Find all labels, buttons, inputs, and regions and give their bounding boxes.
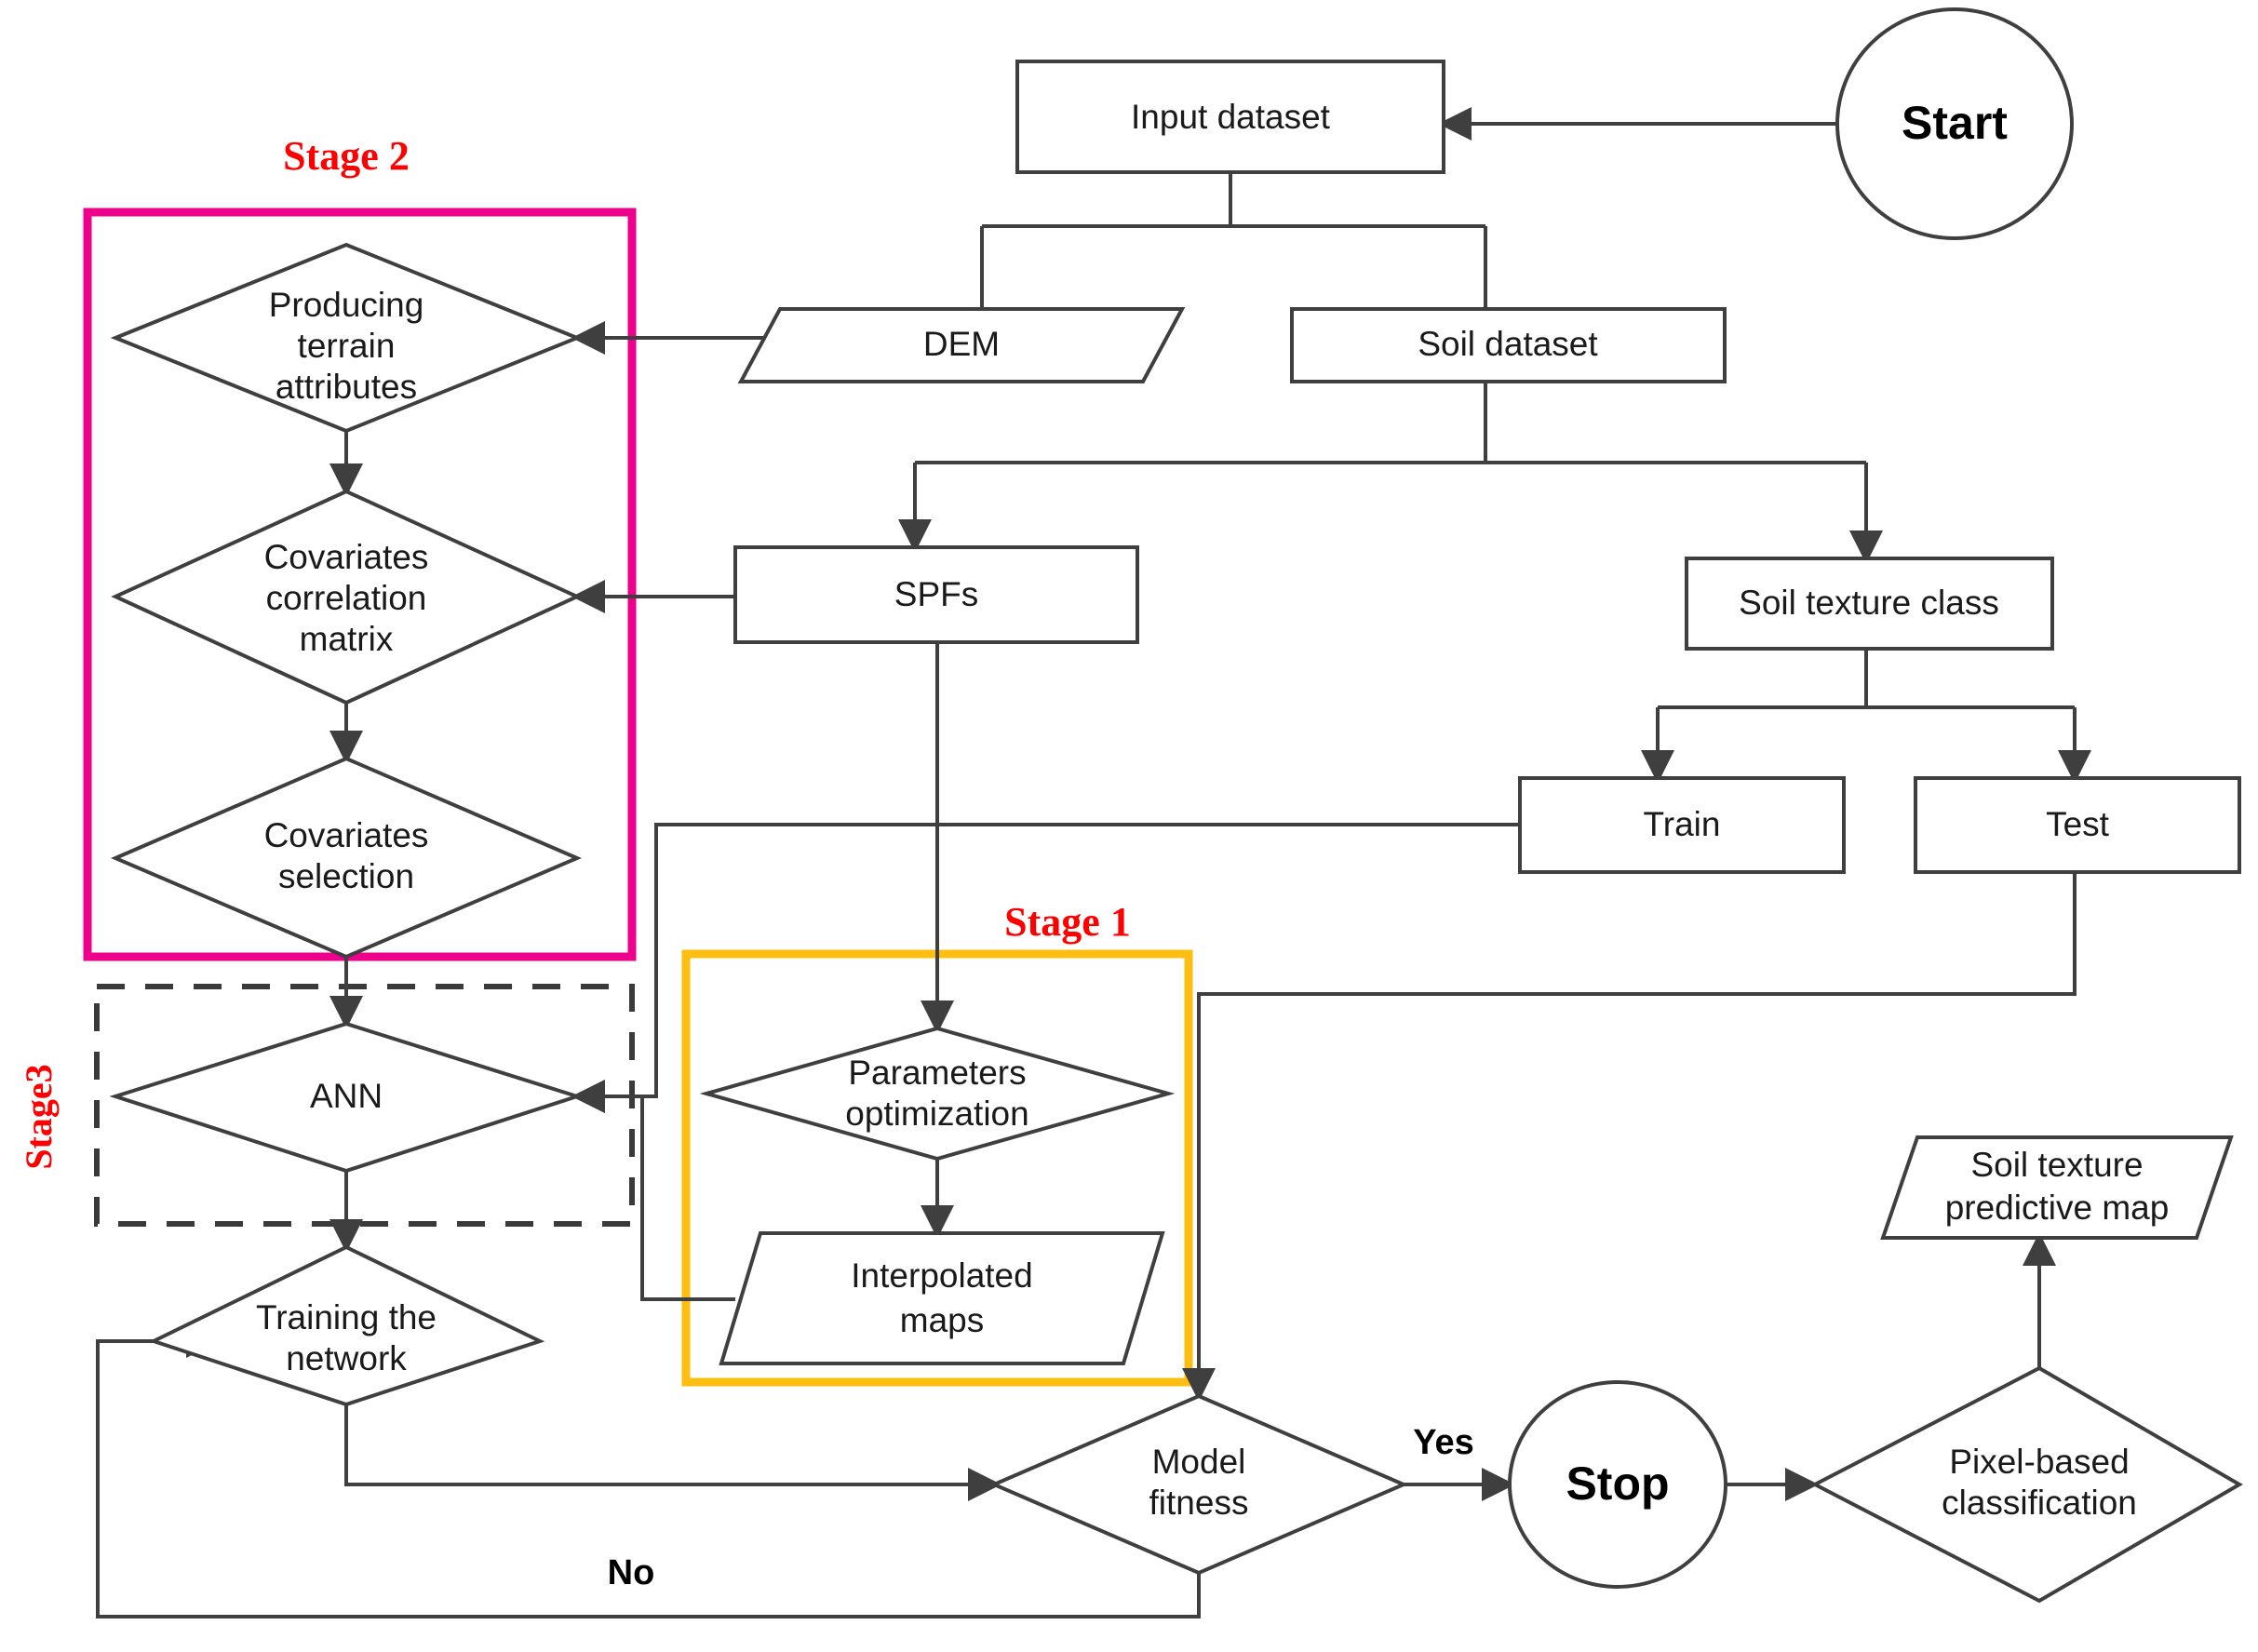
node-params-opt-line2: optimization: [845, 1095, 1028, 1133]
node-producing-terrain-line3: attributes: [276, 368, 417, 406]
node-pixel-class-line2: classification: [1942, 1484, 2137, 1522]
edge-train-to-ann: [571, 823, 1520, 1113]
node-spfs[interactable]: SPFs: [733, 545, 1139, 644]
group-box-stage2: [83, 208, 637, 961]
node-predictive-map-line2: predictive map: [1945, 1189, 2170, 1227]
group-box-stage3: [94, 984, 635, 1227]
node-input-dataset-label: Input dataset: [1131, 98, 1331, 136]
node-training-network-line2: network: [286, 1339, 407, 1377]
node-model-fitness-line2: fitness: [1149, 1484, 1249, 1522]
node-dem[interactable]: DEM: [737, 307, 1186, 383]
node-train[interactable]: Train: [1518, 776, 1846, 874]
node-ann-label: ANN: [310, 1077, 383, 1115]
edge-interpmaps-to-ann: [571, 1080, 735, 1301]
node-covar-sel-line1: Covariates: [264, 816, 429, 854]
node-covar-corr-line1: Covariates: [264, 538, 429, 576]
node-covariates-selection[interactable]: Covariates selection: [110, 756, 583, 960]
node-test-label: Test: [2046, 805, 2110, 843]
node-start-label: Start: [1902, 97, 2008, 149]
node-covar-sel-line2: selection: [278, 857, 414, 895]
node-test[interactable]: Test: [1914, 776, 2241, 874]
node-soil-texture-class[interactable]: Soil texture class: [1685, 557, 2054, 651]
node-stop[interactable]: Stop: [1508, 1380, 1727, 1589]
node-interp-maps-line2: maps: [900, 1301, 984, 1339]
stage2-label: Stage 2: [283, 133, 410, 179]
node-model-fitness-line1: Model: [1152, 1443, 1246, 1481]
node-model-fitness[interactable]: Model fitness: [988, 1393, 1409, 1576]
node-producing-terrain-attributes[interactable]: Producing terrain attributes: [110, 242, 583, 434]
node-params-opt-line1: Parameters: [848, 1054, 1026, 1092]
node-interp-maps-line1: Interpolated: [851, 1256, 1032, 1295]
node-pixel-based-classification[interactable]: Pixel-based classification: [1810, 1365, 2243, 1604]
node-soil-dataset-label: Soil dataset: [1418, 325, 1598, 363]
node-covar-corr-line2: correlation: [266, 579, 427, 617]
node-input-dataset[interactable]: Input dataset: [1015, 60, 1445, 174]
node-parameters-optimization[interactable]: Parameters optimization: [699, 1026, 1176, 1162]
edge-label-no: No: [608, 1553, 655, 1592]
node-soil-texture-predictive-map[interactable]: Soil texture predictive map: [1880, 1135, 2234, 1240]
edge-soildataset-bus: [913, 382, 1868, 546]
node-soil-texture-class-label: Soil texture class: [1739, 584, 1999, 622]
node-soil-dataset[interactable]: Soil dataset: [1290, 307, 1727, 383]
node-producing-terrain-line2: terrain: [298, 327, 396, 365]
node-start[interactable]: Start: [1835, 7, 2074, 240]
node-interpolated-maps[interactable]: Interpolated maps: [719, 1231, 1165, 1365]
node-producing-terrain-line1: Producing: [269, 286, 424, 324]
edge-test-to-modelfitness: [1182, 872, 2077, 1402]
node-stop-label: Stop: [1566, 1457, 1669, 1510]
node-ann[interactable]: ANN: [109, 1021, 584, 1174]
node-covariates-correlation-matrix[interactable]: Covariates correlation matrix: [111, 489, 582, 705]
node-dem-label: DEM: [923, 325, 1000, 363]
stage3-label: Stage3: [18, 1064, 60, 1169]
node-predictive-map-line1: Soil texture: [1970, 1146, 2143, 1184]
node-training-the-network[interactable]: Training the network: [148, 1244, 545, 1407]
node-spfs-label: SPFs: [894, 575, 978, 613]
node-covar-corr-line3: matrix: [300, 620, 394, 658]
node-train-label: Train: [1644, 805, 1721, 843]
edge-modelfitness-to-training-no: [96, 1324, 1201, 1618]
edge-label-yes: Yes: [1413, 1423, 1474, 1462]
stage1-label: Stage 1: [1004, 899, 1131, 945]
edge-soiltexture-bus: [1656, 649, 2077, 763]
edge-training-to-modelfitness: [344, 1404, 1001, 1501]
edge-input-bus: [980, 172, 1487, 298]
node-pixel-class-line1: Pixel-based: [1949, 1443, 2129, 1481]
node-training-network-line1: Training the: [256, 1298, 437, 1336]
